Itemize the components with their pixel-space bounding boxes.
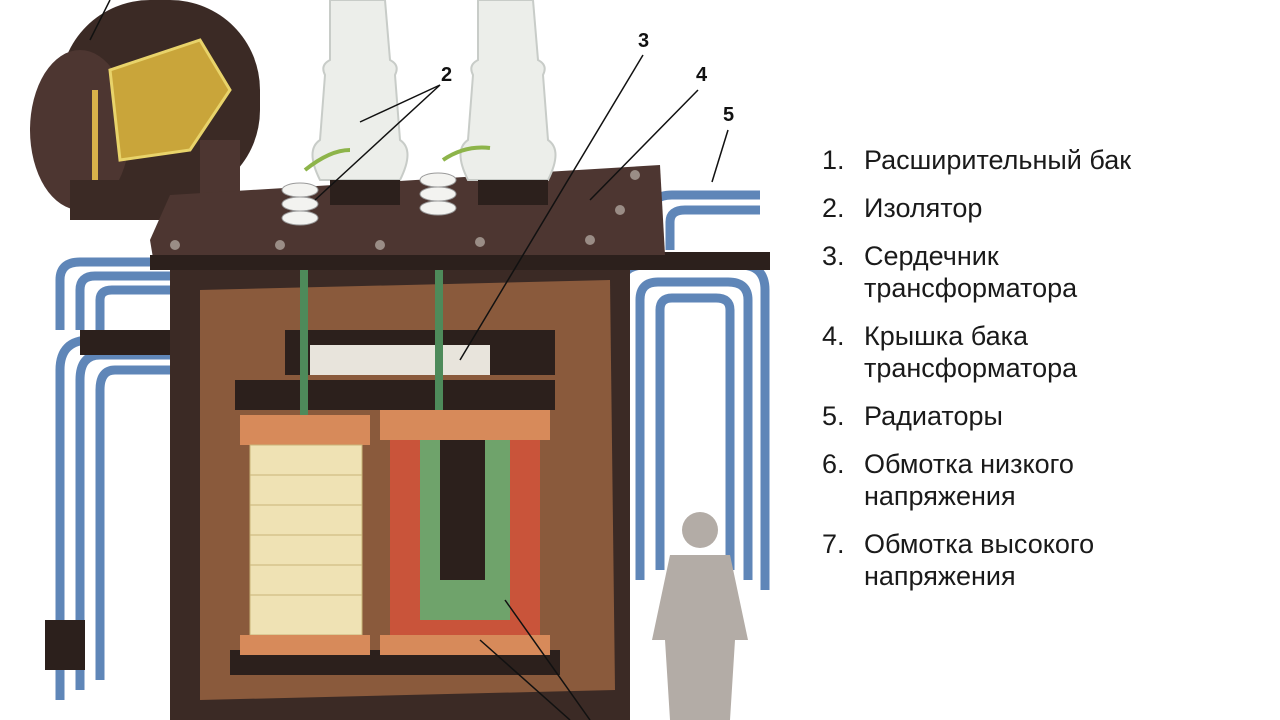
callout-lines [89,0,729,720]
callout-4: 4 [696,64,708,86]
legend-item-radiators: 5. Радиаторы [822,400,1131,432]
legend-label: Крышка бака трансформатора [864,321,1078,383]
bushings [311,0,557,205]
low-voltage-coil [240,415,370,655]
legend-item-cover: 4. Крышка бака трансформатора [822,320,1131,384]
legend-label: Расширительный бак [864,145,1132,175]
legend-number: 4. [822,321,845,351]
legend-item-high-voltage: 7. Обмотка высокого напряжения [822,528,1131,592]
legend-label: Радиаторы [864,401,1003,431]
legend-number: 5. [822,401,845,431]
legend-label: Сердечник трансформатора [864,241,1078,303]
legend-item-core: 3. Сердечник трансформатора [822,240,1131,304]
high-voltage-coil [380,410,550,655]
legend: 1. Расширительный бак 2. Изолятор 3. Сердеч… [822,144,1131,608]
callout-5: 5 [723,104,735,126]
legend-item-low-voltage: 6. Обмотка низкого напряжения [822,448,1131,512]
legend-label: Обмотка высокого напряжения [864,529,1095,591]
conservator-tank [30,0,260,220]
legend-number: 7. [822,529,845,559]
legend-label: Обмотка низкого напряжения [864,449,1074,511]
legend-number: 1. [822,145,845,175]
legend-item-conservator: 1. Расширительный бак [822,144,1131,176]
low-voltage-insulators [281,145,491,226]
transformer-illustration [30,0,770,720]
legend-label: Изолятор [864,193,983,223]
legend-item-insulator: 2. Изолятор [822,192,1131,224]
legend-number: 6. [822,449,845,479]
person-silhouette [652,512,748,720]
legend-number: 2. [822,193,845,223]
callout-2: 2 [441,64,453,86]
callout-3: 3 [638,30,650,52]
legend-number: 3. [822,241,845,271]
